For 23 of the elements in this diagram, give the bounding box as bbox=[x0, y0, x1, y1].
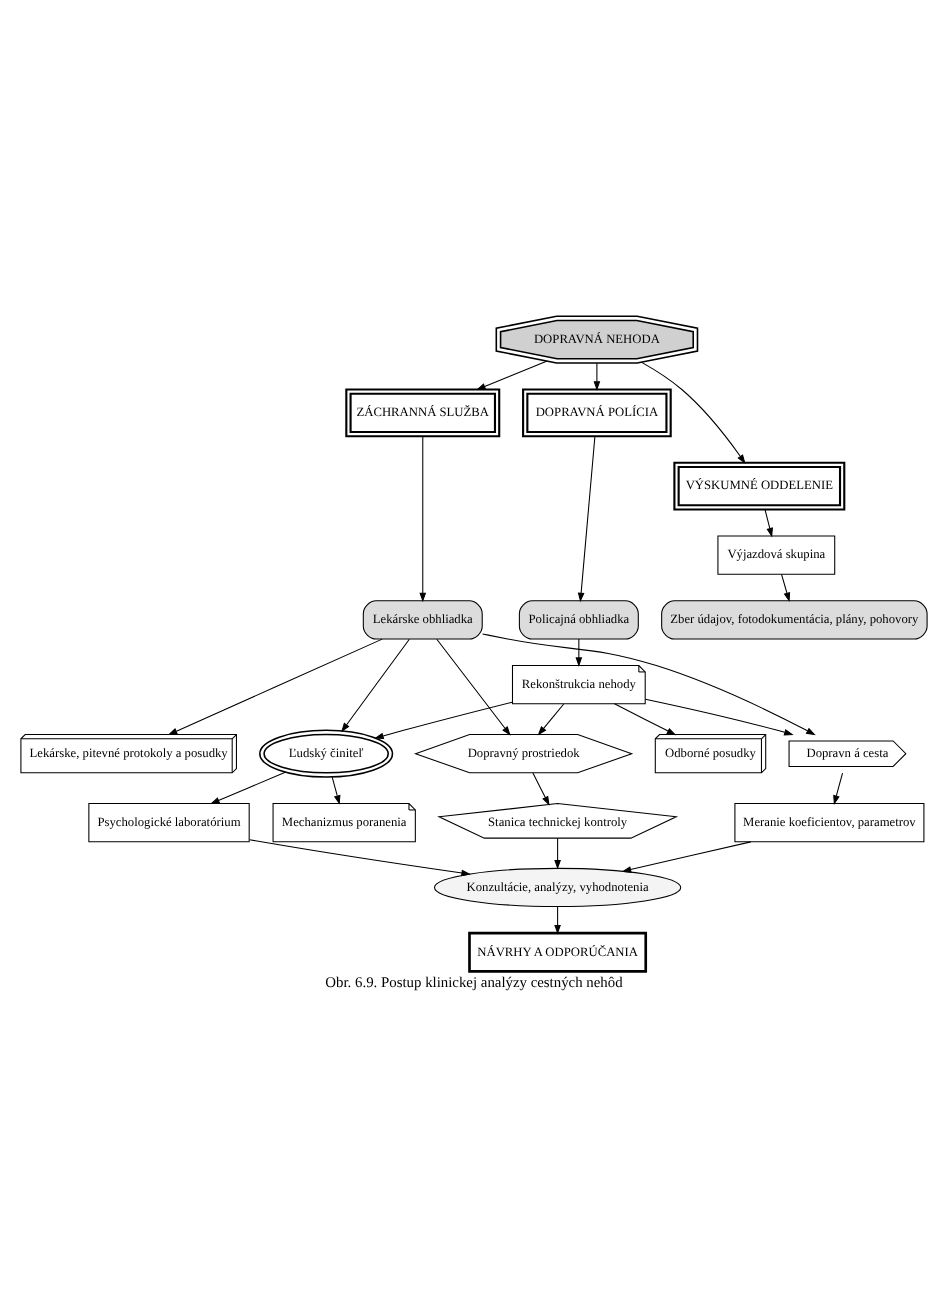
arrow bbox=[781, 572, 791, 602]
arrow bbox=[644, 697, 794, 735]
arrow bbox=[554, 905, 561, 934]
arrow bbox=[436, 637, 511, 735]
arrow bbox=[613, 702, 677, 735]
arrow bbox=[331, 775, 341, 804]
arrow bbox=[764, 508, 773, 537]
arrow bbox=[575, 637, 583, 666]
arrow bbox=[833, 771, 844, 804]
caption: Obr. 6.9. Postup klinickej analýzy cestných nehôd bbox=[325, 972, 623, 991]
arrow bbox=[537, 702, 565, 735]
arrow bbox=[554, 836, 561, 869]
arrow bbox=[374, 700, 513, 739]
arrow bbox=[532, 771, 550, 805]
arrow bbox=[482, 632, 816, 735]
arrow bbox=[621, 840, 752, 872]
arrow bbox=[167, 637, 383, 735]
arrow bbox=[249, 838, 471, 876]
arrow bbox=[210, 770, 286, 804]
arrow bbox=[341, 637, 410, 732]
arrow bbox=[419, 434, 427, 602]
arrow bbox=[593, 361, 601, 390]
arrow bbox=[577, 434, 596, 602]
